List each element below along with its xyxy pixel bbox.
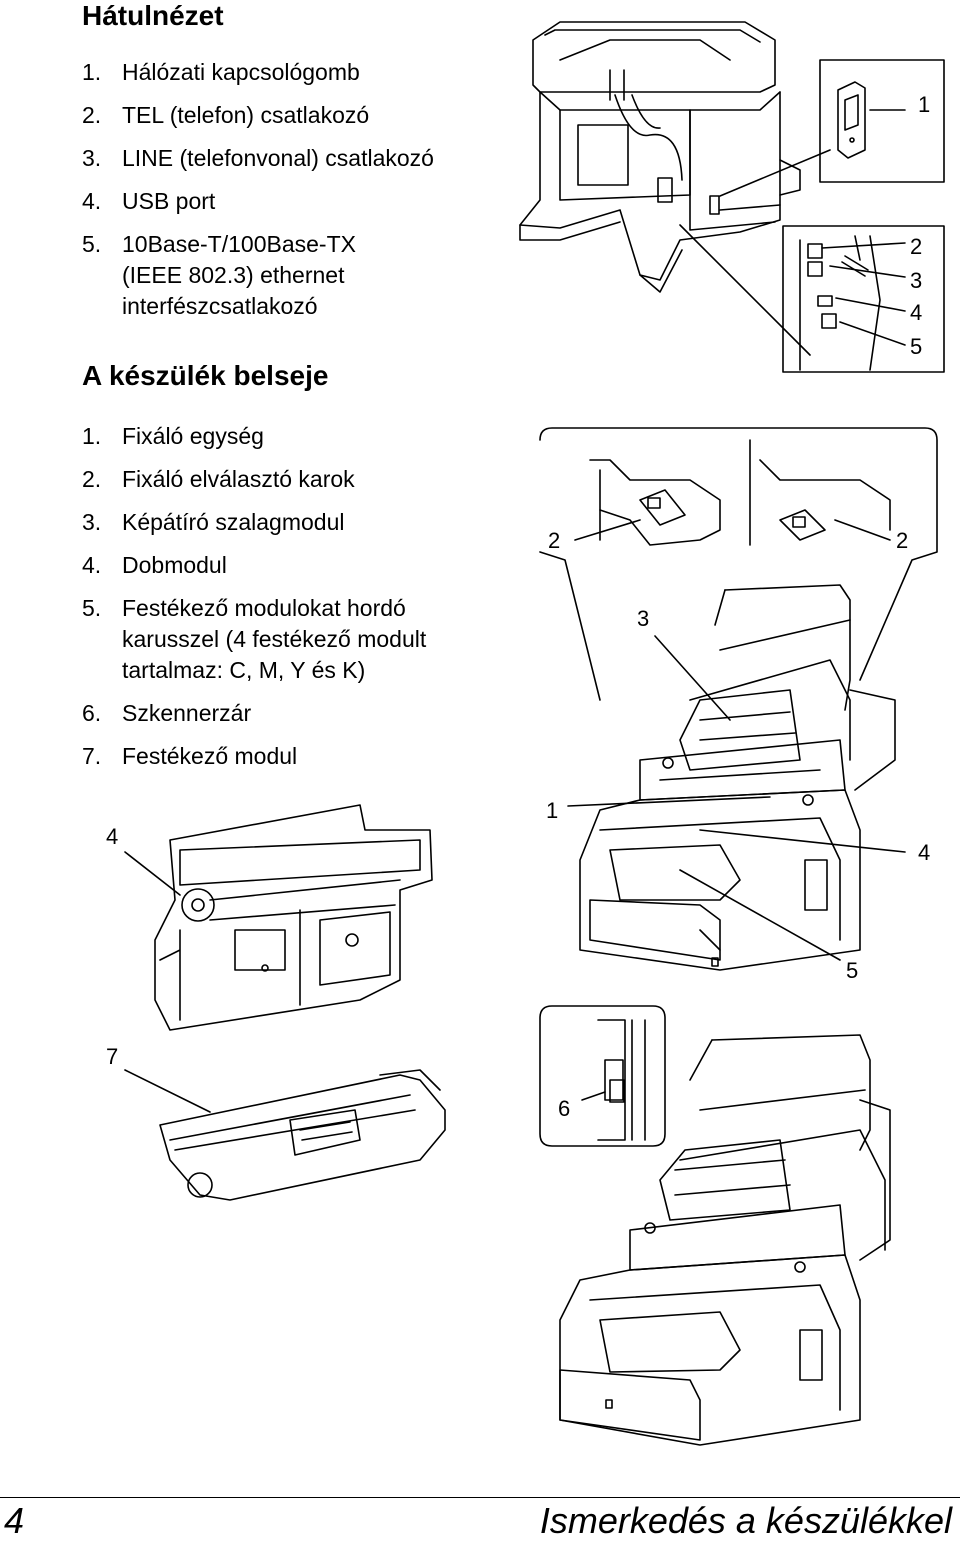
inside-heading: A készülék belseje [82,360,329,391]
item-text: 10Base-T/100Base-TX (IEEE 802.3) etherne… [122,231,356,319]
ports-detail [782,225,945,373]
item-text: USB port [122,188,216,214]
item-number: 6. [82,700,102,726]
callout-rear-3: 3 [910,268,922,293]
open-printer-bottom-illustration [559,1034,891,1446]
callout-drum-right: 4 [918,840,930,865]
item-number: 4. [82,552,102,578]
chapter-title: Ismerkedés a készülékkel [539,1500,952,1541]
item-text: Dobmodul [122,552,227,578]
item-text: Szkennerzár [122,700,252,726]
list-item: 5. 10Base-T/100Base-TX (IEEE 802.3) ether… [82,229,434,322]
item-text: Festékező modul [122,743,298,769]
callout-rear-1: 1 [918,92,930,117]
item-number: 2. [82,466,102,492]
callout-drum-left: 4 [106,824,118,849]
item-number: 1. [82,423,102,449]
scanner-lock-detail [539,1005,666,1147]
list-item: 6. Szkennerzár [82,698,426,729]
item-text: Fixáló egység [122,423,264,449]
list-item: 4. USB port [82,186,434,217]
item-number: 5. [82,595,102,621]
list-item: 3. LINE (telefonvonal) csatlakozó [82,143,434,174]
list-item: 4. Dobmodul [82,550,426,581]
rear-view-heading: Hátulnézet [82,0,224,31]
power-switch-detail [819,59,945,183]
item-number: 2. [82,102,102,128]
item-text: Festékező modulokat hordó karusszel (4 f… [122,595,427,683]
list-item: 1. Fixáló egység [82,421,426,452]
callout-carousel: 5 [846,958,858,983]
callout-leader-drum [124,851,181,896]
list-item: 1. Hálózati kapcsológomb [82,57,434,88]
callout-leaders-open-printer [567,635,906,961]
item-text: Képátíró szalagmodul [122,509,345,535]
callout-rear-5: 5 [910,334,922,359]
list-item: 2. TEL (telefon) csatlakozó [82,100,434,131]
separation-levers-detail [539,427,938,701]
page-number: 4 [4,1500,25,1541]
list-item: 5. Festékező modulokat hordó karusszel (4… [82,593,426,686]
item-text: TEL (telefon) csatlakozó [122,102,370,128]
callout-toner: 7 [106,1044,118,1069]
callout-lever-right: 2 [896,528,908,553]
item-text: LINE (telefonvonal) csatlakozó [122,145,434,171]
callout-leader-toner [124,1069,211,1113]
rear-view-list: 1. Hálózati kapcsológomb 2. TEL (telefon) … [82,57,434,322]
toner-cartridge-illustration [159,1069,446,1201]
item-number: 1. [82,59,102,85]
list-item: 3. Képátíró szalagmodul [82,507,426,538]
item-number: 4. [82,188,102,214]
item-number: 7. [82,743,102,769]
callout-rear-4: 4 [910,300,922,325]
item-number: 5. [82,231,102,257]
rear-printer-illustration [519,21,831,356]
item-number: 3. [82,509,102,535]
inside-list: 1. Fixáló egység 2. Fixáló elválasztó karo… [82,421,426,772]
callout-belt: 3 [637,606,649,631]
open-printer-illustration [579,584,896,971]
list-item: 7. Festékező modul [82,741,426,772]
callout-scanner-lock: 6 [558,1096,570,1121]
callout-rear-2: 2 [910,234,922,259]
item-text: Fixáló elválasztó karok [122,466,355,492]
callout-lever-left: 2 [548,528,560,553]
item-text: Hálózati kapcsológomb [122,59,360,85]
drum-unit-illustration [154,804,433,1031]
item-number: 3. [82,145,102,171]
callout-fuser: 1 [546,798,558,823]
footer-rule [0,1497,960,1498]
list-item: 2. Fixáló elválasztó karok [82,464,426,495]
